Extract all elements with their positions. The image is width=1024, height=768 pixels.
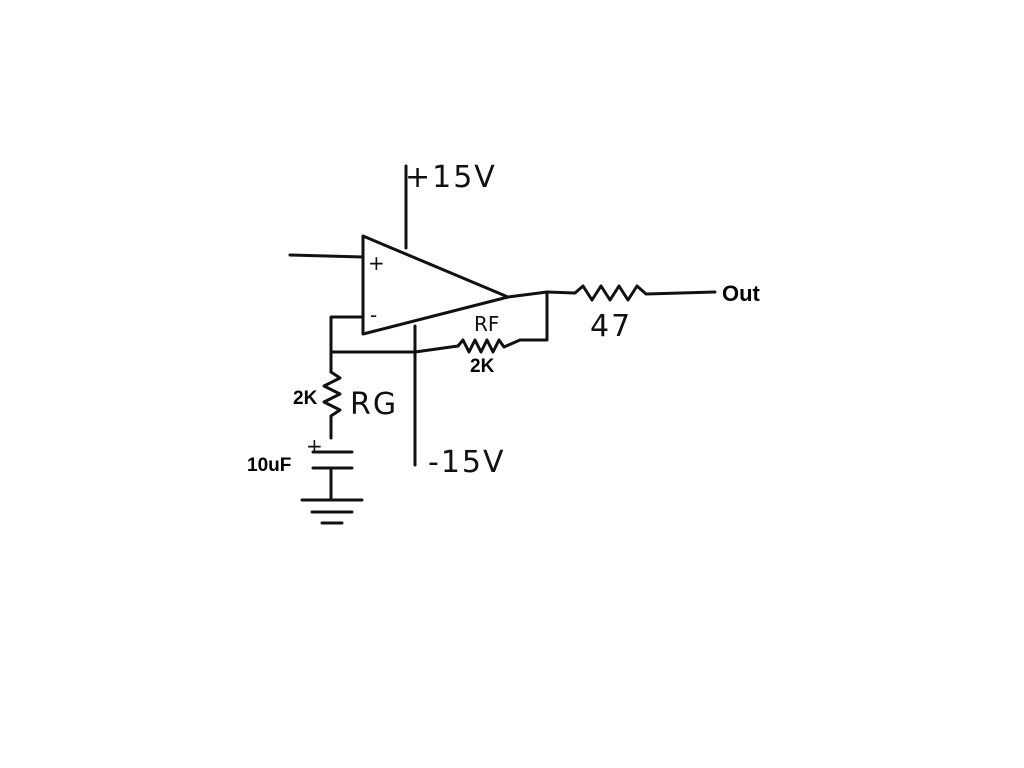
rg-label: RG — [350, 387, 398, 422]
non-inverting-input-wire — [288, 253, 365, 259]
rf-value-label: 2K — [470, 356, 495, 377]
output-resistor-label: 47 — [590, 309, 632, 344]
op-amp-triangle — [361, 234, 510, 336]
capacitor-value-label: 10uF — [247, 455, 291, 476]
output-label: Out — [722, 281, 761, 306]
ground-resistor-rg — [322, 370, 342, 440]
rg-value-label: 2K — [293, 388, 318, 409]
output-wire — [506, 290, 549, 299]
inverting-input-wire — [329, 315, 417, 354]
rf-label: RF — [474, 312, 499, 336]
feedback-resistor-rf — [456, 338, 522, 354]
positive-supply-label: +15V — [405, 160, 497, 195]
negative-supply-label: -15V — [428, 445, 506, 480]
inverting-input-symbol: - — [370, 303, 377, 327]
feedback-wire-left — [413, 344, 460, 354]
output-resistor-47 — [545, 284, 717, 302]
non-inverting-input-symbol: + — [368, 251, 385, 275]
capacitor-plus-symbol: + — [306, 434, 323, 458]
feedback-wire-right — [518, 290, 549, 342]
ground-symbol — [300, 498, 364, 525]
